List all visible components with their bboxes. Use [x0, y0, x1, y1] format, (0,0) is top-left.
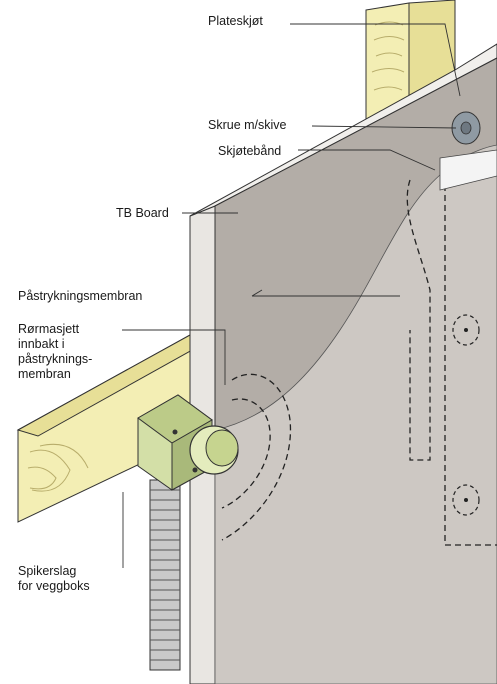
label-skjoteband: Skjøtebånd — [218, 144, 282, 158]
label-plateskjot: Plateskjøt — [208, 14, 263, 28]
leader-lines — [122, 23, 461, 568]
screw-markers — [452, 314, 480, 516]
spikerslag-timber — [16, 334, 212, 523]
label-tb-board: TB Board — [116, 206, 169, 220]
joint-tape — [439, 149, 497, 191]
wall-box — [137, 394, 239, 491]
screw-marker-dot — [464, 328, 468, 332]
screw-marker-dot — [464, 498, 468, 502]
membrane-dashed-outline — [221, 175, 497, 546]
board-top-edge — [189, 43, 497, 217]
label-skrue: Skrue m/skive — [208, 118, 287, 132]
membrane-area — [214, 144, 497, 684]
label-membran: Påstrykningsmembran — [18, 289, 143, 303]
corrugated-conduit — [149, 479, 181, 671]
label-spikerslag: Spikerslag for veggboks — [18, 564, 90, 593]
label-rormasjett: Rørmasjett innbakt i påstryknings- membr… — [18, 322, 93, 381]
screw-with-washer — [451, 111, 481, 145]
